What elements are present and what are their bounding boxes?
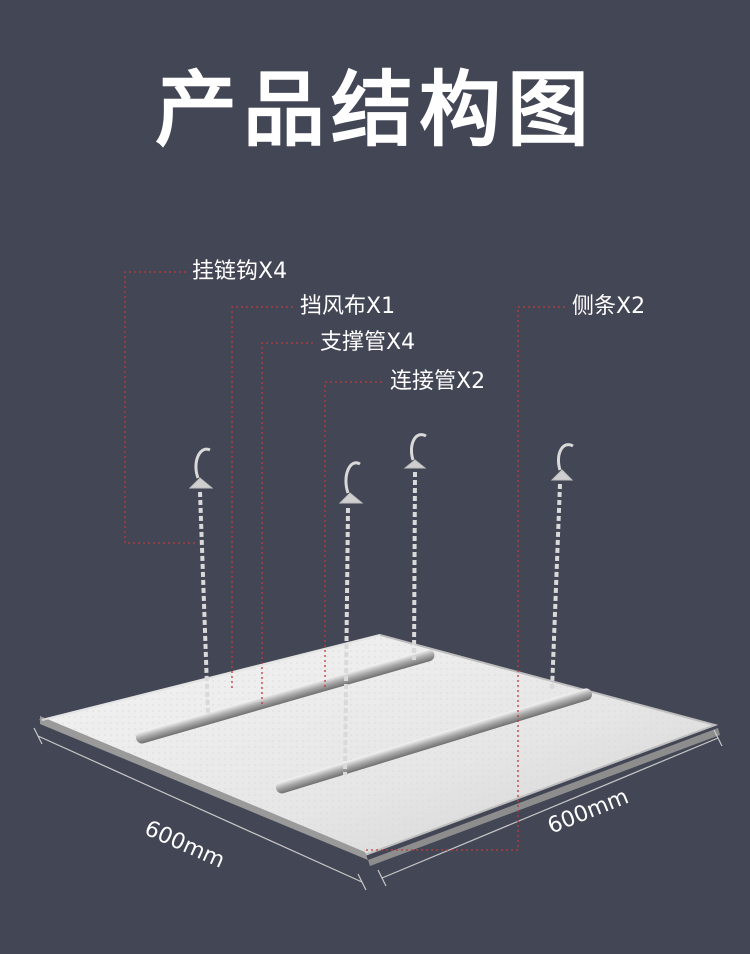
leader-hook xyxy=(124,271,195,544)
leader-lines xyxy=(124,271,565,851)
dimension-lines xyxy=(33,727,723,891)
leader-side xyxy=(365,306,565,851)
callout-hook: 挂链钩X4 xyxy=(192,259,288,284)
chain-4 xyxy=(550,443,574,691)
callout-support: 支撑管X4 xyxy=(320,330,416,355)
side-strip-left xyxy=(40,716,368,860)
chain-2 xyxy=(338,461,364,776)
callout-cloth: 挡风布X1 xyxy=(300,294,396,319)
leader-support xyxy=(261,342,313,705)
page-title: 产品结构图 xyxy=(154,63,595,158)
panel xyxy=(38,633,720,866)
support-tubes xyxy=(135,649,593,794)
chain-3 xyxy=(403,433,427,661)
chain-1 xyxy=(188,447,214,716)
side-strip-right xyxy=(368,728,720,866)
hanging-chains xyxy=(188,433,574,776)
leader-cloth xyxy=(231,306,293,690)
leader-connector xyxy=(324,381,382,690)
callout-connector: 连接管X2 xyxy=(390,369,486,394)
callout-side: 侧条X2 xyxy=(572,294,646,319)
